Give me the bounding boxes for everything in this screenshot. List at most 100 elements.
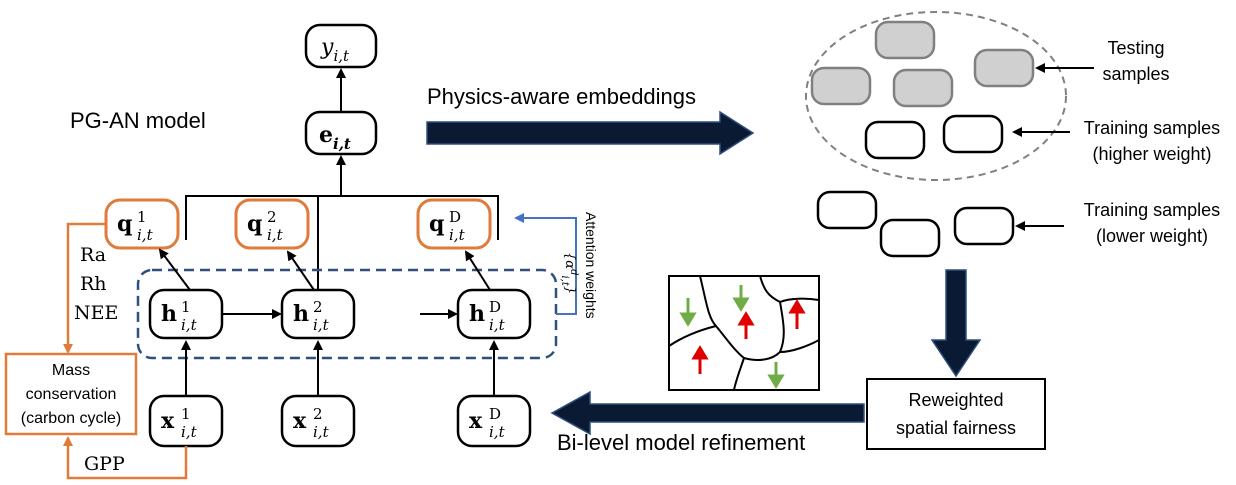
training-lower-label-1: Training samples xyxy=(1084,200,1220,220)
q2-superscript: 2 xyxy=(267,208,277,226)
qd-superscript: D xyxy=(449,208,461,226)
x2-superscript: 2 xyxy=(313,405,323,423)
svg-text:ei,t: ei,t xyxy=(319,122,351,153)
h-node-1: h 1 i,t xyxy=(148,288,224,340)
xd-subscript: i,t xyxy=(489,423,506,441)
physics-var-ra: Ra xyxy=(80,244,106,266)
q2-symbol: q xyxy=(247,211,262,237)
h2-superscript: 2 xyxy=(313,298,323,316)
testing-label-1: Testing xyxy=(1107,38,1164,58)
hd-symbol: h xyxy=(469,301,485,327)
attention-symbol-alpha: {α xyxy=(562,252,577,269)
training-higher-label-2: (higher weight) xyxy=(1092,144,1211,164)
red-up-arrow-icon xyxy=(737,311,755,339)
testing-label-2: samples xyxy=(1102,64,1169,84)
x1-subscript: i,t xyxy=(181,423,198,441)
embedding-node-subscript: i,t xyxy=(333,135,351,153)
x1-superscript: 1 xyxy=(181,405,191,423)
q1-symbol: q xyxy=(117,211,132,237)
x-node-d: x D i,t xyxy=(456,394,532,448)
x2-symbol: x xyxy=(293,408,307,434)
arrow-h2-to-q2 xyxy=(286,250,315,291)
h-node-d: h D i,t xyxy=(456,288,532,340)
attention-weights-symbol: {αdi,t} xyxy=(559,252,579,294)
model-title: PG-AN model xyxy=(70,108,206,133)
reweighted-line-1: Reweighted xyxy=(908,390,1003,410)
output-node-subscript: i,t xyxy=(333,47,350,65)
x1-symbol: x xyxy=(161,408,175,434)
red-up-arrow-icon xyxy=(788,299,806,329)
h-node-2: h 2 i,t xyxy=(280,288,356,340)
testing-sample xyxy=(973,48,1035,88)
testing-sample xyxy=(810,66,872,106)
partition-map-icon xyxy=(668,275,820,391)
training-higher-label-1: Training samples xyxy=(1084,118,1220,138)
training-sample-lower xyxy=(953,206,1015,246)
big-arrow-down xyxy=(930,269,982,378)
arrow-h1-to-q1 xyxy=(158,248,191,291)
svg-text:q: q xyxy=(429,211,444,237)
qd-subscript: i,t xyxy=(449,226,466,244)
h1-symbol: h xyxy=(161,301,177,327)
sample-ellipse xyxy=(805,11,1067,181)
arrow-q1-to-mass xyxy=(63,222,106,354)
embedding-node-symbol: e xyxy=(319,122,333,148)
q2-subscript: i,t xyxy=(267,226,284,244)
mass-line-1: Mass xyxy=(52,362,90,379)
training-sample-higher xyxy=(942,114,1004,154)
arrow-hd-to-qd xyxy=(464,250,491,291)
xd-superscript: D xyxy=(489,405,501,423)
svg-text:q: q xyxy=(247,211,262,237)
hd-superscript: D xyxy=(489,298,501,316)
physics-embeddings-label: Physics-aware embeddings xyxy=(427,84,696,109)
attention-symbol-close: } xyxy=(562,286,577,294)
bilevel-refinement-label: Bi-level model refinement xyxy=(557,430,805,455)
green-down-arrow-icon xyxy=(732,285,750,312)
training-sample-lower xyxy=(879,218,941,258)
attention-weights-label: Attention weights xyxy=(583,212,599,319)
output-node-symbol: y xyxy=(320,35,334,60)
mass-line-3: (carbon cycle) xyxy=(21,410,121,427)
svg-text:q: q xyxy=(117,211,132,237)
qd-symbol: q xyxy=(429,211,444,237)
reweighted-fairness-box: Reweighted spatial fairness xyxy=(866,378,1046,450)
embedding-node-e: ei,t xyxy=(304,110,378,156)
q1-superscript: 1 xyxy=(137,208,147,226)
training-sample-lower xyxy=(816,190,878,230)
h1-subscript: i,t xyxy=(181,316,198,334)
testing-sample xyxy=(892,68,954,108)
q1-subscript: i,t xyxy=(137,226,154,244)
training-lower-label-2: (lower weight) xyxy=(1096,226,1208,246)
q-to-e-connectors xyxy=(185,155,499,290)
green-down-arrow-icon xyxy=(679,298,697,327)
red-up-arrow-icon xyxy=(691,345,709,374)
big-arrow-right xyxy=(426,110,755,156)
hd-subscript: i,t xyxy=(489,316,506,334)
physics-var-rh: Rh xyxy=(80,273,107,295)
h2-symbol: h xyxy=(293,301,309,327)
xd-symbol: x xyxy=(469,408,483,434)
reweighted-line-2: spatial fairness xyxy=(896,418,1016,438)
h2-subscript: i,t xyxy=(313,316,330,334)
attention-symbol-sub: i,t xyxy=(559,275,570,286)
big-arrow-left xyxy=(550,390,865,436)
arrow-gpp-to-mass xyxy=(63,436,188,480)
output-node-y: yi,t xyxy=(304,23,378,69)
x-node-1: x 1 i,t xyxy=(148,394,224,448)
svg-text:yi,t: yi,t xyxy=(320,35,350,65)
q-node-d: q D i,t xyxy=(416,198,492,250)
testing-sample xyxy=(874,20,936,60)
q-node-1: q 1 i,t xyxy=(104,198,180,250)
q-node-2: q 2 i,t xyxy=(234,198,310,250)
training-sample-higher xyxy=(864,120,926,160)
mass-line-2: conservation xyxy=(26,386,117,403)
attention-symbol-sup: d xyxy=(568,269,579,275)
h1-superscript: 1 xyxy=(181,298,191,316)
gpp-label: GPP xyxy=(84,453,125,475)
x-node-2: x 2 i,t xyxy=(280,394,356,448)
x2-subscript: i,t xyxy=(313,423,330,441)
mass-conservation-box: Mass conservation (carbon cycle) xyxy=(4,352,138,436)
physics-var-nee: NEE xyxy=(74,302,118,324)
attention-weights-arrow xyxy=(514,213,577,315)
green-down-arrow-icon xyxy=(767,362,785,389)
